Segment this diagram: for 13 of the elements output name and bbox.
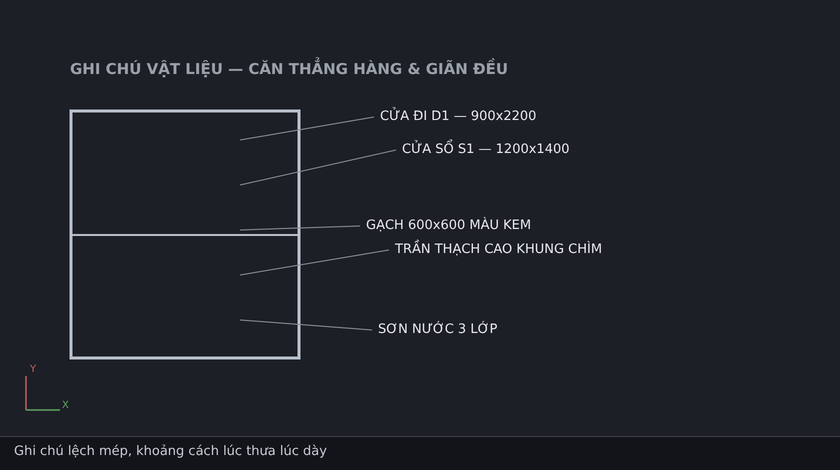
axis-label: X [62, 400, 69, 412]
leader-line [240, 250, 390, 276]
material-note: GẠCH 600x600 MÀU KEM [366, 217, 532, 235]
material-note: CỬA ĐI D1 — 900x2200 [380, 108, 536, 126]
leader-line [240, 150, 396, 186]
material-note: TRẦN THẠCH CAO KHUNG CHÌM [395, 241, 602, 259]
leader-line [240, 320, 372, 330]
axis-label: Y [30, 364, 36, 376]
leader-line [240, 116, 374, 140]
material-note: SƠN NƯỚC 3 LỚP [378, 321, 498, 339]
material-note: CỬA SỔ S1 — 1200x1400 [402, 141, 570, 159]
caption-text: Ghi chú lệch mép, khoảng cách lúc thưa lúc dày [14, 444, 327, 459]
leader-line [240, 226, 360, 230]
